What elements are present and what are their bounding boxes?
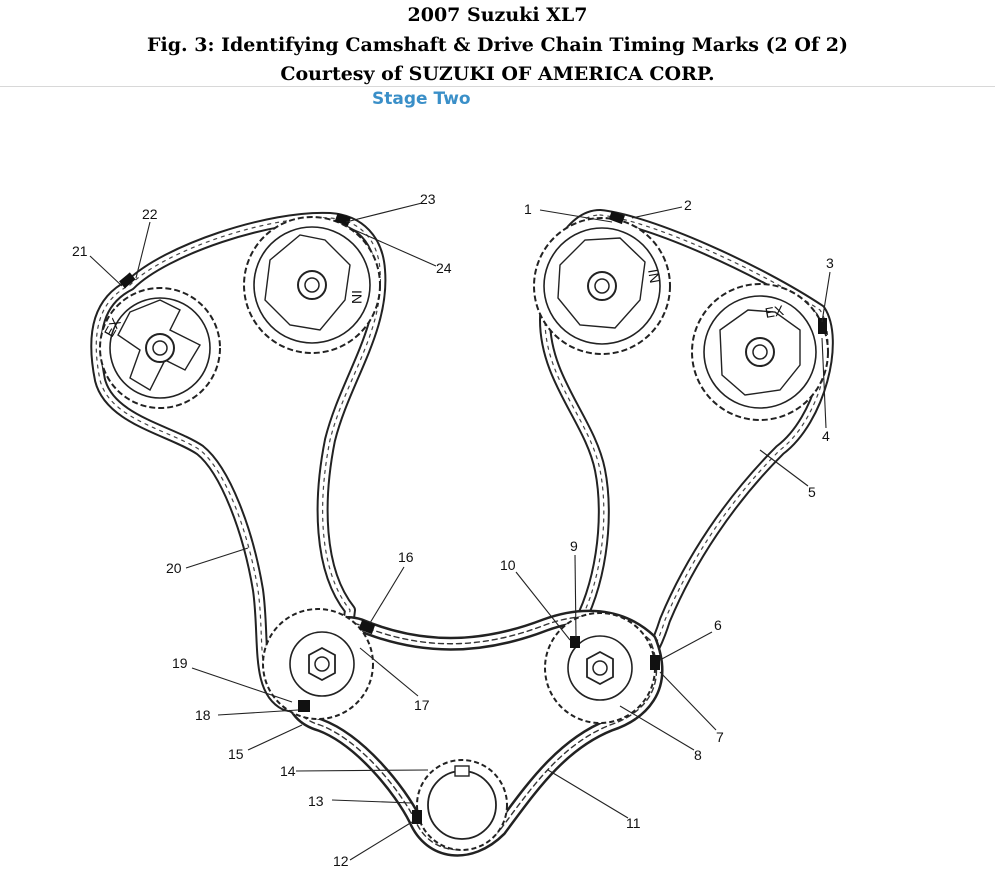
mark-link-16 bbox=[358, 619, 376, 635]
callout-19: 19 bbox=[172, 655, 188, 671]
callout-15: 15 bbox=[228, 746, 244, 762]
figure-credit: Courtesy of SUZUKI OF AMERICA CORP. bbox=[280, 63, 715, 85]
stage-title: Stage Two bbox=[372, 89, 471, 109]
vehicle-title: 2007 Suzuki XL7 bbox=[407, 4, 588, 26]
sprocket-mark-right-intake: IN bbox=[645, 268, 663, 285]
callout-12: 12 bbox=[333, 853, 349, 869]
callout-leader-lines bbox=[89, 202, 831, 861]
callout-18: 18 bbox=[195, 707, 211, 723]
mark-link-3 bbox=[818, 318, 827, 334]
callout-24: 24 bbox=[436, 260, 452, 276]
callout-23: 23 bbox=[420, 191, 436, 207]
mark-link-2 bbox=[608, 210, 625, 225]
callout-7: 7 bbox=[716, 729, 724, 745]
callout-10: 10 bbox=[500, 557, 516, 573]
callout-9: 9 bbox=[570, 538, 578, 554]
crankshaft-sprocket bbox=[416, 759, 508, 851]
callout-20: 20 bbox=[166, 560, 182, 576]
sprocket-mark-left-intake: IN bbox=[349, 290, 365, 304]
right-intake-camshaft-sprocket: IN bbox=[533, 217, 671, 355]
callout-8: 8 bbox=[694, 747, 702, 763]
callout-16: 16 bbox=[398, 549, 414, 565]
callout-6: 6 bbox=[714, 617, 722, 633]
mark-link-21 bbox=[119, 272, 136, 289]
sprocket-mark-right-exhaust: EX bbox=[764, 302, 786, 321]
right-exhaust-camshaft-sprocket: EX bbox=[691, 283, 829, 421]
mark-link-6 bbox=[650, 655, 660, 670]
callout-21: 21 bbox=[72, 243, 88, 259]
mark-link-12 bbox=[412, 810, 422, 824]
callout-3: 3 bbox=[826, 255, 834, 271]
callout-2: 2 bbox=[684, 197, 692, 213]
callout-1: 1 bbox=[524, 201, 532, 217]
figure-header: 2007 Suzuki XL7 Fig. 3: Identifying Cams… bbox=[0, 0, 995, 87]
callout-13: 13 bbox=[308, 793, 324, 809]
timing-mark-links bbox=[119, 210, 827, 824]
mark-link-23 bbox=[334, 212, 351, 227]
left-exhaust-camshaft-sprocket: EX bbox=[99, 287, 221, 409]
callout-4: 4 bbox=[822, 428, 830, 444]
callout-14: 14 bbox=[280, 763, 296, 779]
mark-link-9 bbox=[570, 636, 580, 648]
left-idler-sprocket bbox=[262, 608, 374, 720]
figure-title: Fig. 3: Identifying Camshaft & Drive Cha… bbox=[147, 34, 848, 56]
callout-numbers: 1 2 3 4 5 6 7 8 9 10 11 12 13 14 15 16 1… bbox=[72, 191, 834, 869]
callout-17: 17 bbox=[414, 697, 430, 713]
left-intake-camshaft-sprocket: IN bbox=[243, 216, 381, 354]
mark-link-18 bbox=[298, 700, 310, 712]
callout-11: 11 bbox=[626, 815, 641, 831]
callout-22: 22 bbox=[142, 206, 158, 222]
callout-5: 5 bbox=[808, 484, 816, 500]
